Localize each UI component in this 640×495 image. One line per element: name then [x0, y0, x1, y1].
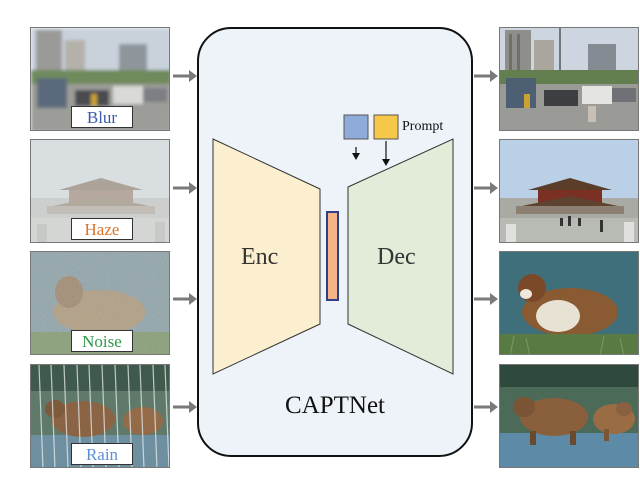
output-image-denoised: [499, 251, 639, 355]
decoder-label: Dec: [377, 244, 416, 270]
bottleneck-bar: [326, 211, 339, 301]
degradation-label-noise: Noise: [71, 330, 133, 352]
degradation-label-blur: Blur: [71, 106, 133, 128]
input-image-noise: Noise: [30, 251, 170, 355]
degradation-label-rain: Rain: [71, 443, 133, 465]
input-image-blur: Blur: [30, 27, 170, 131]
output-image-derained: [499, 364, 639, 468]
input-arrows: [173, 70, 197, 413]
output-image-dehazed: [499, 139, 639, 243]
degradation-label-haze: Haze: [71, 218, 133, 240]
encoder-label: Enc: [241, 244, 279, 270]
rainy-bears-scene: [31, 365, 169, 467]
prompt-square-yellow: [373, 114, 399, 140]
encoder-block: [212, 138, 321, 375]
captnet-container: Enc Dec CAPTNet: [197, 27, 473, 457]
output-image-deblurred: [499, 27, 639, 131]
input-image-rain: Rain: [30, 364, 170, 468]
restored-bears-scene: [500, 365, 638, 467]
output-arrows: [474, 70, 498, 413]
restored-dog-scene: [500, 252, 638, 354]
model-name: CAPTNet: [285, 392, 385, 419]
decoder-block: [347, 138, 454, 375]
restored-street-scene: [500, 28, 638, 130]
input-image-haze: Haze: [30, 139, 170, 243]
prompt-square-blue: [343, 114, 369, 140]
prompt-label: Prompt: [402, 119, 444, 134]
restored-palace-scene: [500, 140, 638, 242]
encoder-decoder-diagram: [212, 114, 454, 375]
